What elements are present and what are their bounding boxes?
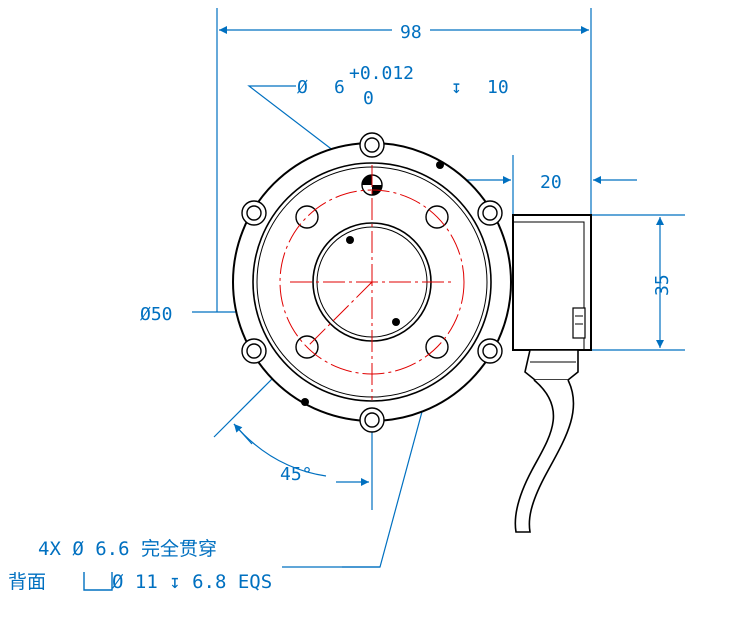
bolt-head-top [359,132,385,158]
cable [514,379,575,533]
bolt-head-upper-right [477,200,503,226]
depth-symbol: ↧ [451,77,462,98]
bolt-circle-label: Ø50 [140,304,173,325]
bolt-heads [241,132,503,433]
connector-inner-edge [513,221,585,350]
overall-width-label: 98 [400,22,422,43]
note-line-2-rest: Ø 11 ↧ 6.8 EQS [112,571,272,593]
bolt-head-lower-right [477,338,503,364]
connector-label-plate [572,307,586,339]
bolt-head-bottom [359,407,385,433]
centerlines [279,165,465,400]
mounting-hole [295,205,319,229]
pin [436,161,444,169]
note-line-1: 4X Ø 6.6 完全贯穿 [38,538,217,560]
pin [392,318,400,326]
angle-arrow-start [233,423,253,445]
hole-leader [247,85,365,175]
pin [301,398,309,406]
hole-tolerance-lower: 0 [363,88,374,109]
inner-ring [252,162,492,402]
angle-label: 45° [280,464,313,485]
hole-diameter-label: 6 [334,77,345,98]
bolt-head-lower-left [241,338,267,364]
pins [301,161,444,406]
hole-tolerance-upper: +0.012 [349,63,414,84]
cable-gland [524,349,579,381]
note-line-2-prefix: 背面 [8,571,46,593]
bolt-head-upper-left [241,200,267,226]
hole-depth-label: 10 [487,77,509,98]
diagonal-centerline [306,281,373,348]
pin [346,236,354,244]
height-label: 35 [652,274,673,296]
counterbore-icon [83,572,113,591]
hole-diameter-symbol: Ø [297,77,308,98]
offset-label: 20 [540,172,562,193]
